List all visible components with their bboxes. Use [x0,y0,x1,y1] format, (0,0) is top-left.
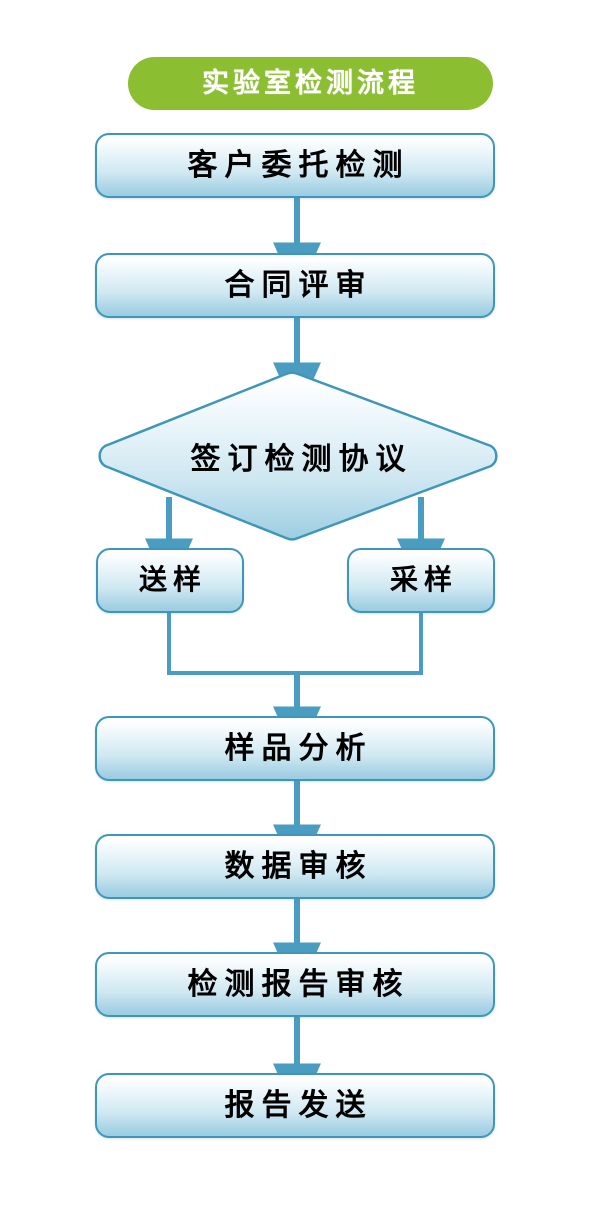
page-title: 实验室检测流程 [202,68,419,99]
flow-node-sign-agreement[interactable]: 签订检测协议 [93,370,503,542]
flow-node-label: 签订检测协议 [190,443,413,476]
flow-node-label: 检测报告审核 [187,967,410,1001]
flow-node-label: 客户委托检测 [187,148,410,182]
flow-node-sampling[interactable]: 采样 [347,548,495,613]
flow-node-report-delivery[interactable]: 报告发送 [95,1073,495,1138]
flow-node-label: 报告发送 [224,1088,373,1122]
flow-node-label: 数据审核 [224,849,373,883]
flow-node-label: 合同评审 [224,268,373,302]
flow-node-report-review[interactable]: 检测报告审核 [95,952,495,1017]
flow-node-contract-review[interactable]: 合同评审 [95,253,495,318]
flow-node-data-review[interactable]: 数据审核 [95,834,495,899]
flowchart-title-banner: 实验室检测流程 [128,57,493,110]
flow-node-label: 送样 [138,564,207,596]
flow-node-label: 采样 [389,564,458,596]
flow-node-sample-analysis[interactable]: 样品分析 [95,716,495,781]
flow-node-sample-delivery[interactable]: 送样 [96,548,244,613]
flow-node-customer-request[interactable]: 客户委托检测 [95,133,495,198]
diamond-shape [98,371,498,541]
edge-elbow-right [295,611,423,675]
flow-node-label: 样品分析 [224,731,373,765]
edge-elbow-left [167,611,299,675]
